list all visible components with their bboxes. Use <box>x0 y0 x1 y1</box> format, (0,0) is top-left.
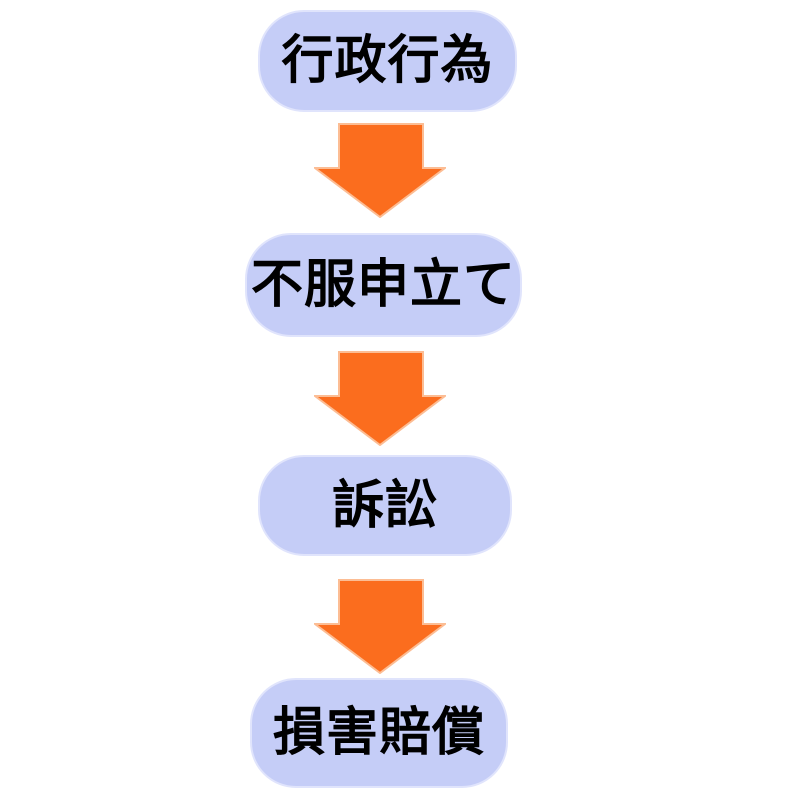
flow-step-label: 行政行為 <box>281 32 494 90</box>
flow-step-label: 不服申立て <box>250 256 516 314</box>
step-administrative-act: 行政行為 <box>258 10 517 112</box>
flow-step-label: 訴訟 <box>331 476 438 535</box>
step-damages: 損害賠償 <box>250 678 508 788</box>
down-arrow-icon <box>314 579 446 674</box>
flow-step-label: 損害賠償 <box>272 704 485 762</box>
down-arrow-icon <box>314 351 446 446</box>
step-appeal: 不服申立て <box>245 233 522 337</box>
step-lawsuit: 訴訟 <box>258 455 512 556</box>
down-arrow-icon <box>314 123 446 218</box>
